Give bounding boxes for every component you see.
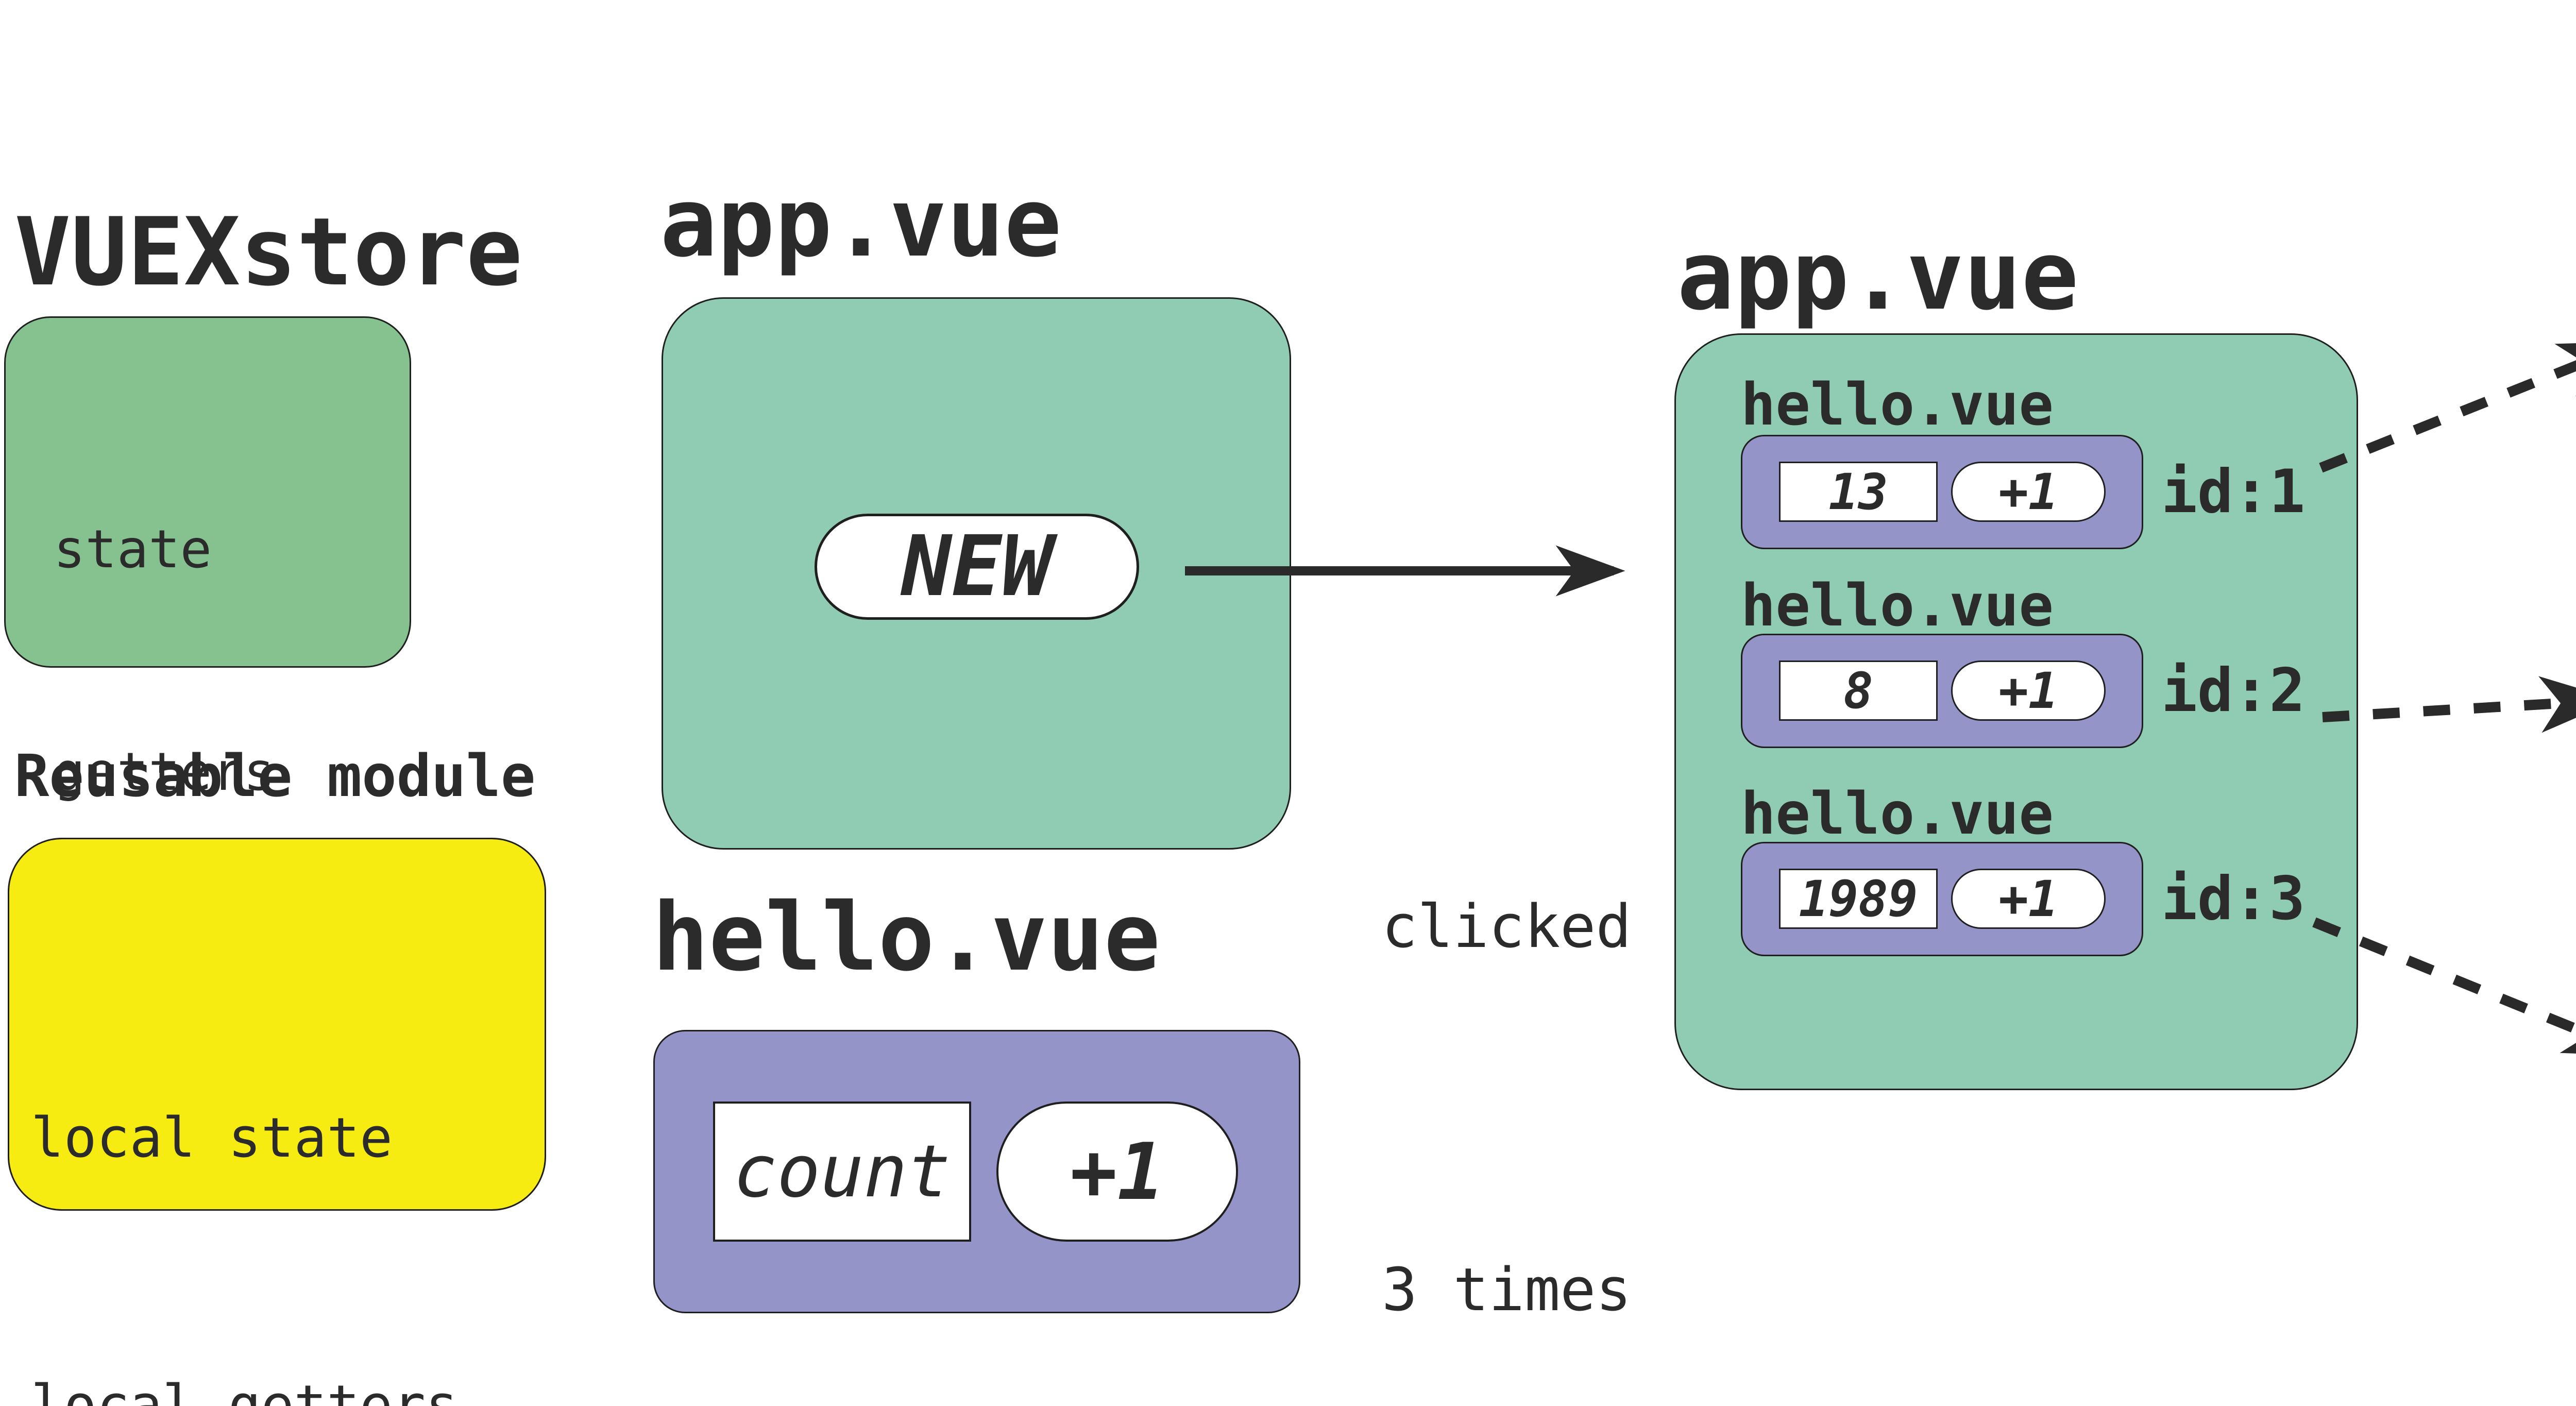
instance-2-label: hello.vue [1741,572,2054,639]
reusable-module-items: local state local getters local mutation… [31,915,524,1406]
vuexstore-box [4,316,411,668]
instance-1-increment-button[interactable]: +1 [1951,462,2106,522]
reusable-module-title: Reusable module [14,743,536,810]
new-button-label: NEW [901,518,1053,615]
reusable-item-local-getters: local getters [31,1374,459,1406]
instance-2-increment-button[interactable]: +1 [1951,660,2106,721]
store-item-getters: getters [54,741,275,803]
instance-2-count-value: 8 [1843,662,1873,720]
instance-2-count-display: 8 [1779,660,1938,721]
clicked-times-label: clicked 3 times [1382,624,1632,1406]
clicked-label-line1: clicked [1382,892,1632,961]
reusable-item-local-state: local state [31,1106,393,1170]
vuexstore-title: VUEXstore [14,197,523,307]
instance-1-label: hello.vue [1741,371,2054,438]
count-display: count [713,1102,971,1242]
instance-3-count-display: 1989 [1779,869,1938,929]
instance-3-increment-button[interactable]: +1 [1951,869,2106,929]
module2-link-arrow [2322,676,2576,733]
instance-1-id-label: id:1 [2161,457,2306,527]
instance-2-increment-label: +1 [1998,662,2058,720]
module1-link-arrow [2319,341,2576,473]
instance-1-increment-label: +1 [1998,463,2058,521]
store-item-state: state [54,519,212,580]
count-display-label: count [733,1129,951,1214]
app-vue-title: app.vue [660,167,1062,278]
instance-3-increment-label: +1 [1998,870,2058,928]
app-vue-instances-title: app.vue [1677,220,2079,331]
instance-1-count-display: 13 [1779,462,1938,522]
increment-button[interactable]: +1 [996,1102,1238,1242]
hello-vue-title: hello.vue [652,883,1161,992]
instance-3-id-label: id:3 [2161,864,2306,934]
instance-1-count-value: 13 [1828,463,1888,521]
instance-2-id-label: id:2 [2161,656,2306,725]
reusable-module-box [8,838,546,1211]
instance-3-count-value: 1989 [1799,870,1918,928]
clicked-label-line2: 3 times [1382,1256,1632,1325]
new-button[interactable]: NEW [815,514,1139,620]
instance-3-label: hello.vue [1741,781,2054,848]
increment-button-label: +1 [1070,1126,1165,1217]
